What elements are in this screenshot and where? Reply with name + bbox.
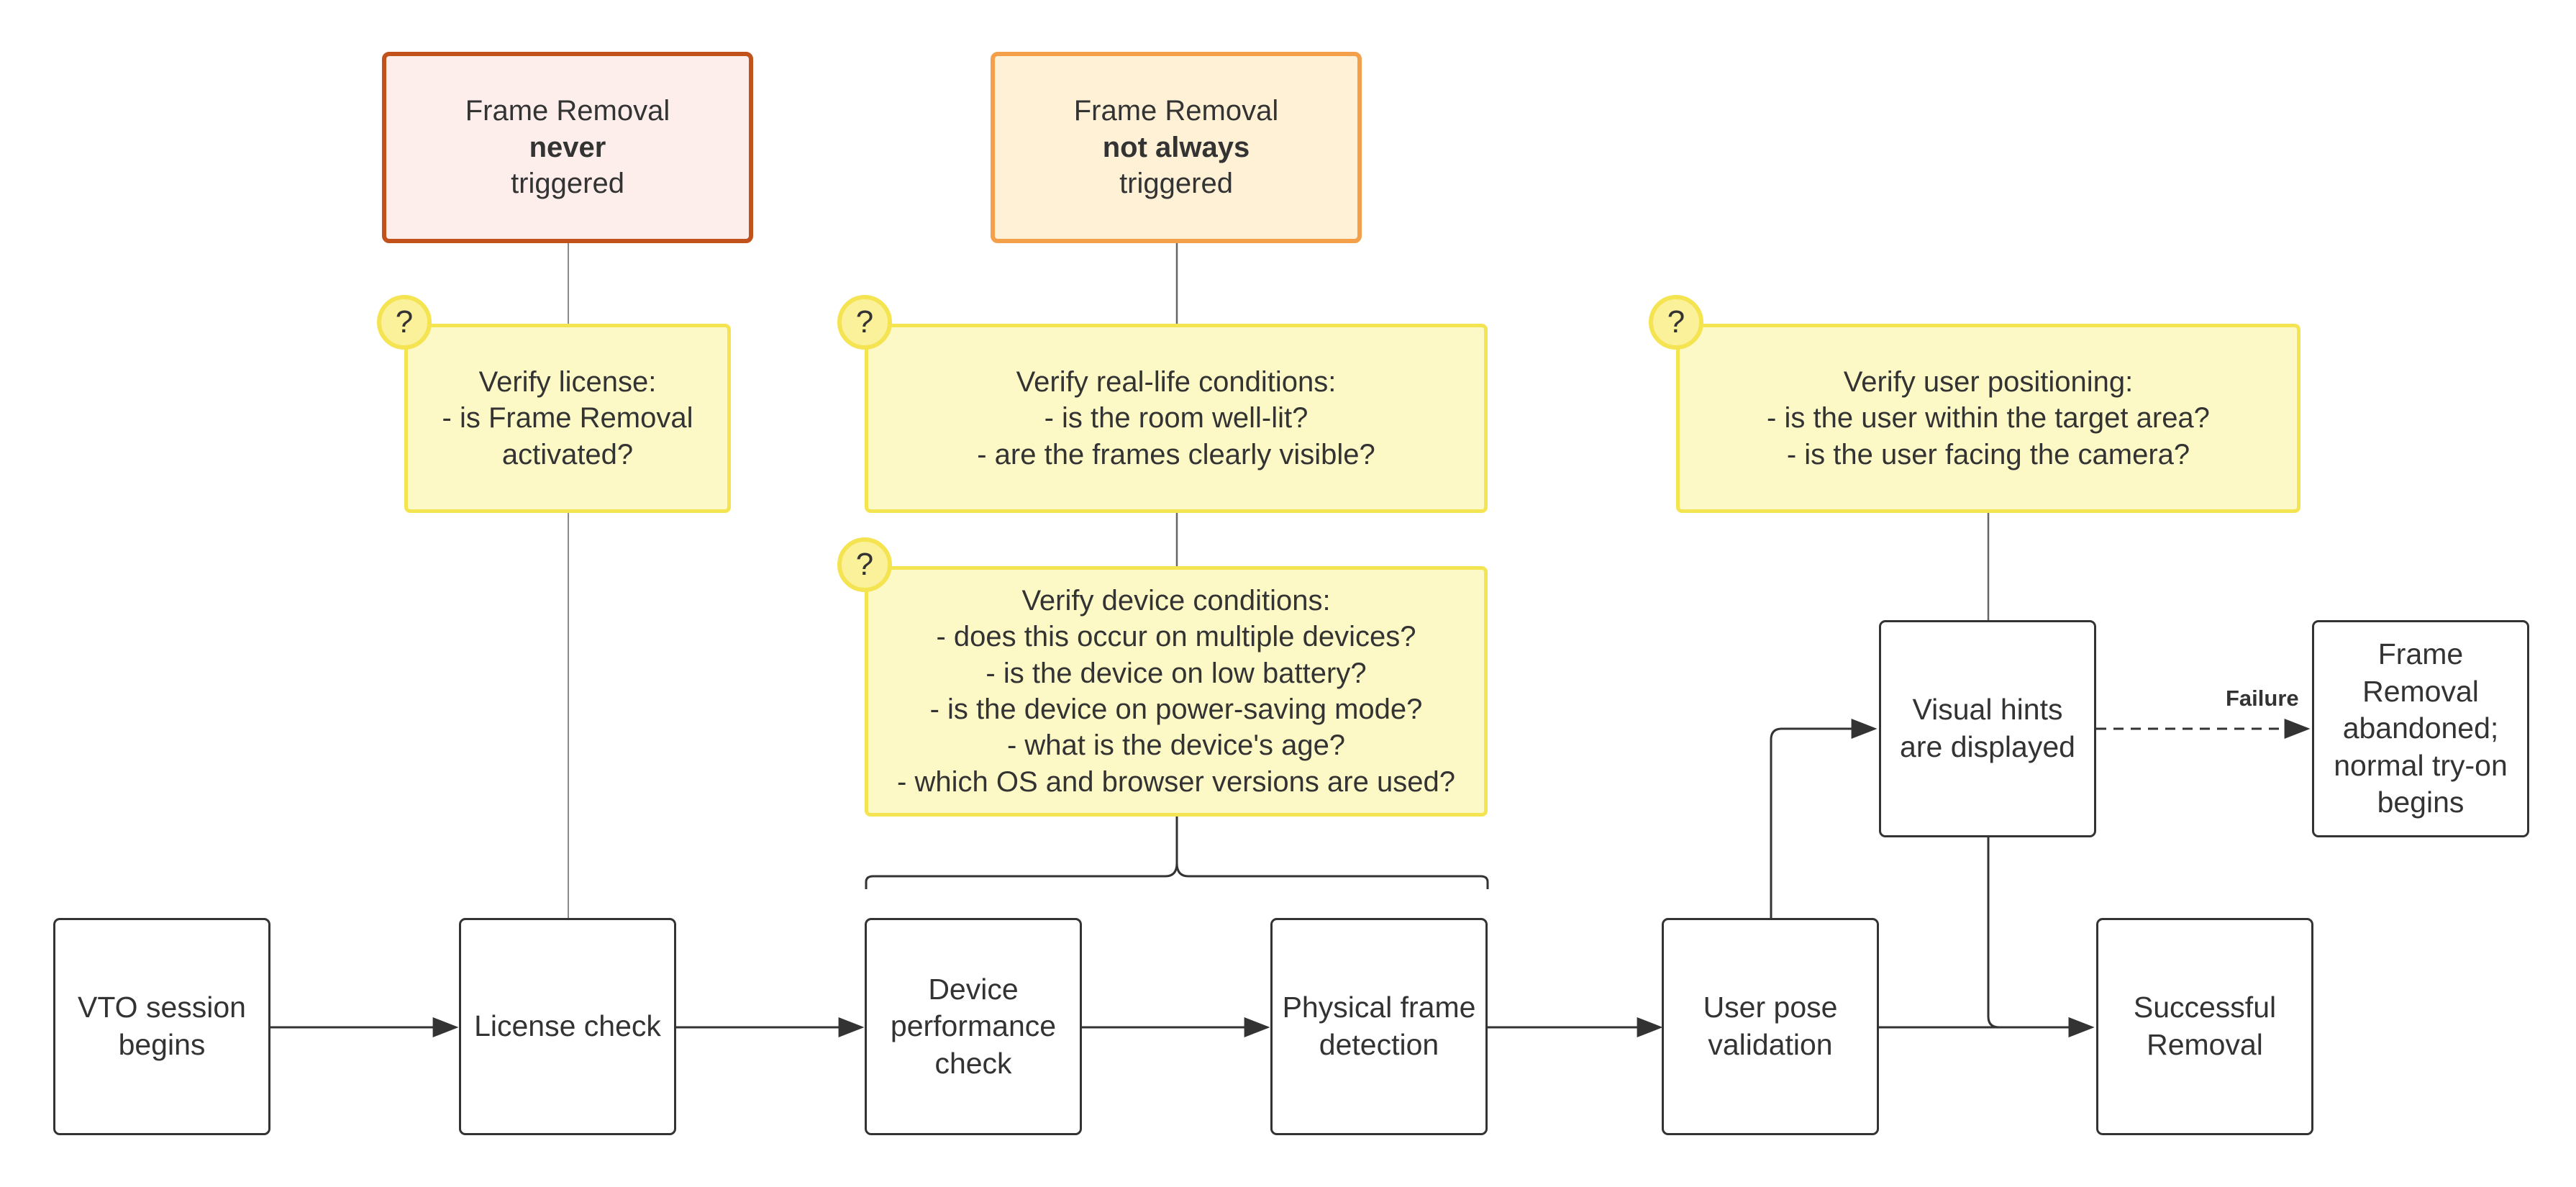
note-license-line: Verify license:: [478, 365, 657, 398]
step-physical-frame-detection: Physical frame detection: [1270, 918, 1488, 1135]
note-verify-device: Verify device conditions: - does this oc…: [865, 566, 1488, 817]
trigger-never-line3: triggered: [511, 168, 624, 200]
note-device-line: - is the device on low battery?: [986, 657, 1367, 689]
step-label-line: Removal: [2147, 1028, 2263, 1061]
step-label-line: Device: [928, 972, 1019, 1006]
note-positioning-line: Verify user positioning:: [1843, 365, 2134, 398]
note-verify-real-life: Verify real-life conditions: - is the ro…: [865, 324, 1488, 513]
trigger-not-always-emphasis: not always: [1102, 131, 1250, 163]
note-license-line: - is Frame Removal: [442, 402, 693, 435]
trigger-not-always-box: Frame Removal not always triggered: [991, 52, 1362, 243]
badge-symbol: ?: [395, 304, 414, 340]
step-label-line: Removal: [2362, 674, 2479, 708]
step-user-pose-validation: User pose validation: [1662, 918, 1879, 1135]
step-label-line: VTO session: [78, 991, 246, 1024]
step-frame-removal-abandoned: Frame Removal abandoned; normal try-on b…: [2312, 620, 2529, 837]
badge-symbol: ?: [855, 304, 874, 340]
trigger-never-box: Frame Removal never triggered: [382, 52, 753, 243]
step-label-line: detection: [1319, 1028, 1439, 1061]
note-real-life-line: Verify real-life conditions:: [1016, 365, 1337, 398]
note-device-line: Verify device conditions:: [1021, 584, 1331, 617]
note-real-life-line: - is the room well-lit?: [1044, 402, 1309, 435]
step-label-line: normal try-on: [2334, 748, 2508, 782]
step-device-performance-check: Device performance check: [865, 918, 1082, 1135]
step-label-line: begins: [118, 1028, 206, 1061]
step-license-check: License check: [459, 918, 676, 1135]
trigger-never-emphasis: never: [529, 131, 606, 163]
step-label-line: performance: [890, 1009, 1057, 1043]
step-label-line: are displayed: [1900, 730, 2075, 763]
step-label-line: check: [934, 1046, 1012, 1080]
note-positioning-line: - is the user within the target area?: [1767, 402, 2210, 435]
step-label-line: License check: [474, 1009, 661, 1043]
brace-device-conditions: [865, 817, 1489, 889]
question-badge-icon: ?: [377, 295, 432, 350]
note-device-line: - does this occur on multiple devices?: [936, 621, 1416, 653]
step-label-line: validation: [1708, 1028, 1833, 1061]
trigger-never-line1: Frame Removal: [465, 95, 670, 127]
badge-symbol: ?: [1667, 304, 1685, 340]
note-verify-license: Verify license: - is Frame Removal activ…: [404, 324, 731, 513]
step-label-line: Visual hints: [1912, 693, 2063, 727]
note-license-line: activated?: [501, 438, 634, 470]
note-positioning-line: - is the user facing the camera?: [1786, 438, 2190, 470]
note-device-line: - is the device on power-saving mode?: [929, 693, 1423, 725]
trigger-not-always-line3: triggered: [1119, 168, 1233, 200]
step-label-line: Physical frame: [1282, 991, 1476, 1024]
step-vto-session-begins: VTO session begins: [53, 918, 270, 1135]
question-badge-icon: ?: [1649, 295, 1703, 350]
step-label-line: abandoned;: [2342, 711, 2499, 745]
step-visual-hints-displayed: Visual hints are displayed: [1879, 620, 2096, 837]
note-verify-positioning: Verify user positioning: - is the user w…: [1676, 324, 2300, 513]
step-label-line: User pose: [1703, 991, 1838, 1024]
note-device-line: - what is the device's age?: [1006, 729, 1346, 762]
note-device-line: - which OS and browser versions are used…: [897, 765, 1455, 798]
note-real-life-line: - are the frames clearly visible?: [977, 438, 1375, 470]
question-badge-icon: ?: [837, 295, 892, 350]
failure-edge-label: Failure: [2226, 686, 2299, 711]
question-badge-icon: ?: [837, 537, 892, 592]
step-label-line: Successful: [2133, 991, 2277, 1024]
arrow-hints-to-success: [1987, 837, 2095, 1037]
badge-symbol: ?: [855, 547, 874, 582]
step-successful-removal: Successful Removal: [2096, 918, 2313, 1135]
step-label-line: Frame: [2377, 637, 2464, 670]
step-label-line: begins: [2377, 786, 2465, 819]
arrow-pose-to-hints: [1770, 719, 1878, 918]
trigger-not-always-line1: Frame Removal: [1073, 95, 1279, 127]
